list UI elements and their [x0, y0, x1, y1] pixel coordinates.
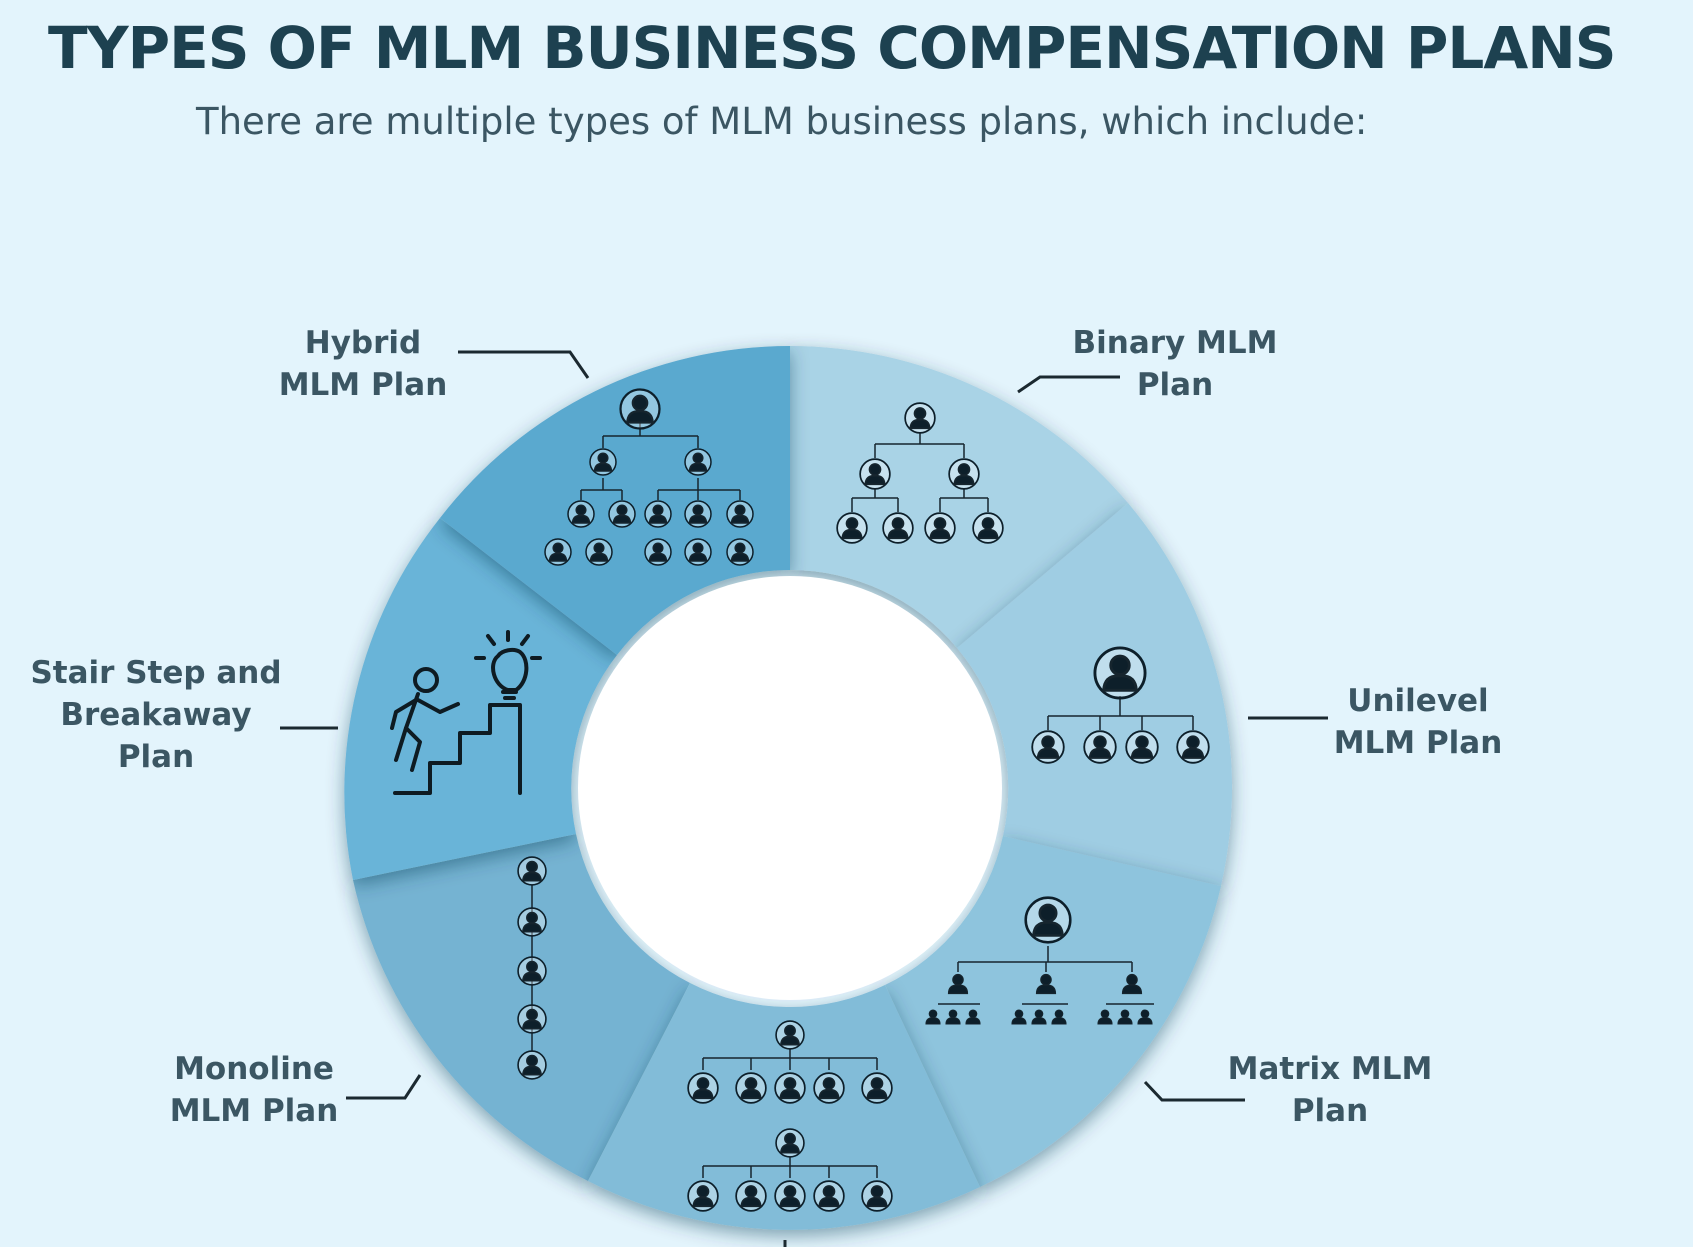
- label-stair-step-line2: Breakaway: [60, 697, 252, 733]
- unilevel-tree-icon: [1031, 646, 1210, 764]
- label-stair-step-plan: Stair Step and Breakaway Plan: [26, 652, 286, 778]
- leader-line-hybrid: [458, 350, 590, 379]
- label-matrix-line2: Plan: [1291, 1093, 1369, 1129]
- label-unilevel-plan: Unilevel MLM Plan: [1318, 680, 1518, 764]
- label-binary-line2: Plan: [1136, 367, 1214, 403]
- label-binary-line1: Binary MLM: [1072, 325, 1278, 361]
- matrix-tree-icon: [925, 896, 1154, 1025]
- label-stair-step-line1: Stair Step and: [30, 655, 282, 691]
- bottom-tree-icon: [687, 1020, 893, 1212]
- leader-line-monoline: [346, 1074, 422, 1100]
- hybrid-tree-icon: [544, 388, 754, 566]
- label-hybrid-line1: Hybrid: [304, 325, 422, 361]
- label-matrix-plan: Matrix MLM Plan: [1210, 1048, 1450, 1132]
- label-hybrid-line2: MLM Plan: [278, 367, 448, 403]
- label-stair-step-line3: Plan: [117, 739, 195, 775]
- label-monoline-line2: MLM Plan: [169, 1093, 339, 1129]
- segment-monoline: [353, 834, 690, 1181]
- label-unilevel-line2: MLM Plan: [1333, 725, 1503, 761]
- label-hybrid-plan: Hybrid MLM Plan: [258, 322, 468, 406]
- segment-binary: [790, 345, 1128, 648]
- label-matrix-line1: Matrix MLM: [1227, 1051, 1433, 1087]
- leader-line-binary: [1017, 375, 1120, 394]
- leader-line-matrix: [1143, 1080, 1245, 1102]
- segment-stair-step: [344, 518, 617, 880]
- monoline-chain-icon: [517, 856, 547, 1080]
- segment-unilevel: [957, 503, 1233, 886]
- label-monoline-plan: Monoline MLM Plan: [152, 1048, 356, 1132]
- label-binary-plan: Binary MLM Plan: [1060, 322, 1290, 406]
- label-monoline-line1: Monoline: [174, 1051, 334, 1087]
- label-unilevel-line1: Unilevel: [1347, 683, 1489, 719]
- center-hole: [578, 576, 1002, 1000]
- segment-bottom: [588, 983, 980, 1230]
- page-title: TYPES OF MLM BUSINESS COMPENSATION PLANS: [48, 14, 1617, 82]
- segment-matrix: [885, 836, 1221, 1187]
- page-subtitle: There are multiple types of MLM business…: [196, 100, 1368, 143]
- stair-climber-icon: [390, 630, 542, 795]
- binary-tree-icon: [836, 402, 1004, 544]
- segment-hybrid: [440, 346, 790, 655]
